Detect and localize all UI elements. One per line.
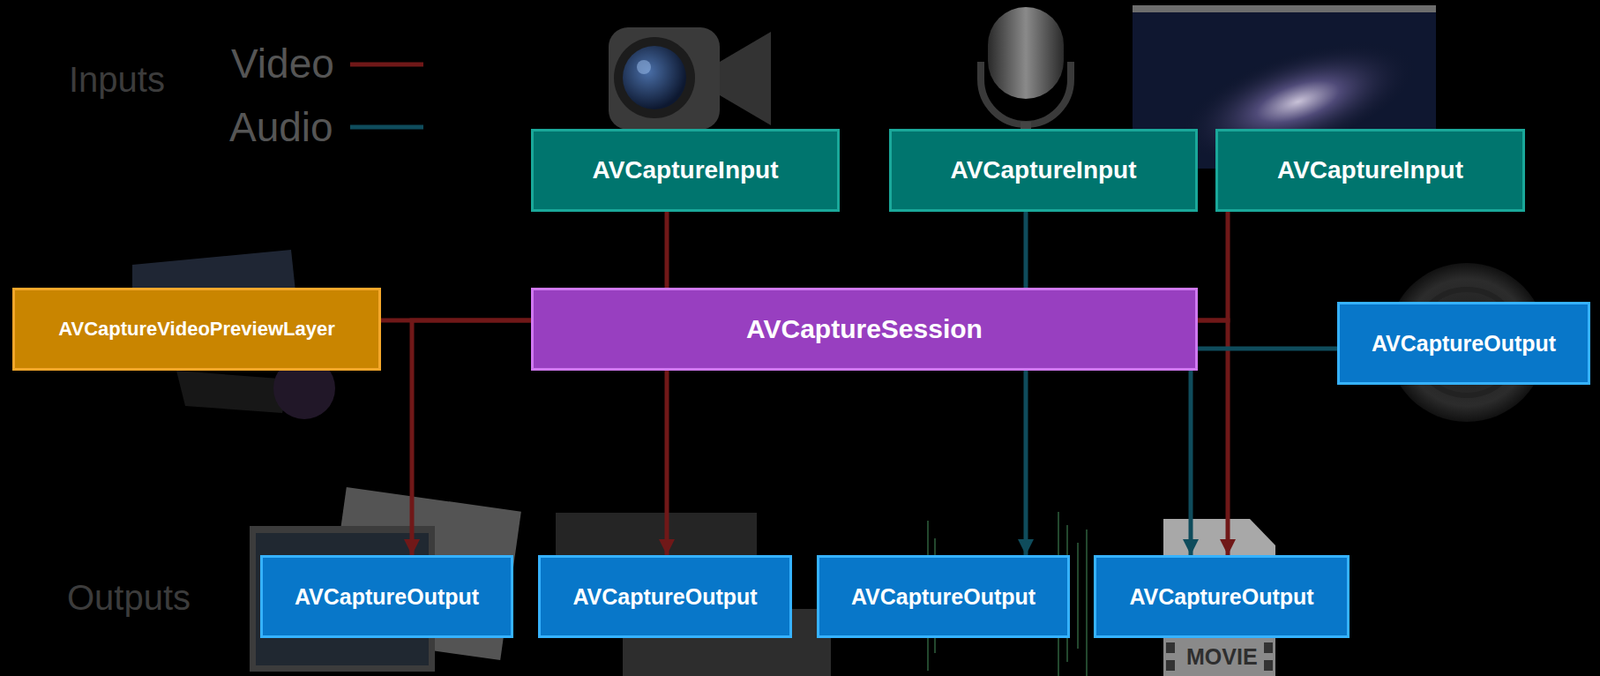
photos-image	[249, 486, 522, 672]
legend-text: Video	[231, 43, 335, 84]
output-box: AVCaptureOutput	[260, 554, 514, 638]
output-box: AVCaptureOutput	[1093, 554, 1350, 638]
input-box: AVCaptureInput	[530, 128, 840, 212]
output-box: AVCaptureOutput	[538, 554, 793, 638]
connector	[1024, 370, 1029, 555]
box-label: AVCaptureInput	[591, 156, 778, 185]
box-label: AVCaptureOutput	[1371, 330, 1556, 357]
box-label: AVCaptureVideoPreviewLayer	[58, 317, 335, 340]
legend-line	[350, 62, 424, 68]
box-label: AVCaptureOutput	[851, 583, 1036, 610]
connector	[1024, 211, 1029, 288]
connector	[411, 320, 531, 555]
connector	[1197, 211, 1228, 321]
connector	[1188, 370, 1194, 555]
connector	[1197, 346, 1338, 352]
legend-line	[350, 125, 424, 130]
session-box: AVCaptureSession	[530, 287, 1198, 371]
box-label: AVCaptureOutput	[294, 583, 479, 610]
preview-box: AVCaptureVideoPreviewLayer	[12, 287, 382, 371]
camera-icon	[608, 27, 771, 130]
box-label: AVCaptureInput	[1277, 156, 1464, 185]
connector	[665, 370, 670, 555]
section-label: Outputs	[67, 579, 191, 615]
input-box: AVCaptureInput	[1215, 128, 1526, 212]
output-box: AVCaptureOutput	[816, 554, 1070, 638]
box-label: AVCaptureSession	[746, 314, 983, 345]
input-box: AVCaptureInput	[889, 128, 1198, 212]
microphone-icon	[980, 7, 1071, 131]
connector	[665, 211, 670, 288]
output-box: AVCaptureOutput	[1337, 301, 1591, 385]
legend-text: Audio	[229, 106, 334, 148]
section-label: Inputs	[68, 61, 165, 98]
box-label: AVCaptureOutput	[1128, 583, 1314, 610]
connector	[1197, 320, 1228, 555]
file-label: MOVIE	[1186, 645, 1258, 668]
box-label: AVCaptureInput	[949, 156, 1137, 185]
box-label: AVCaptureOutput	[572, 583, 757, 610]
